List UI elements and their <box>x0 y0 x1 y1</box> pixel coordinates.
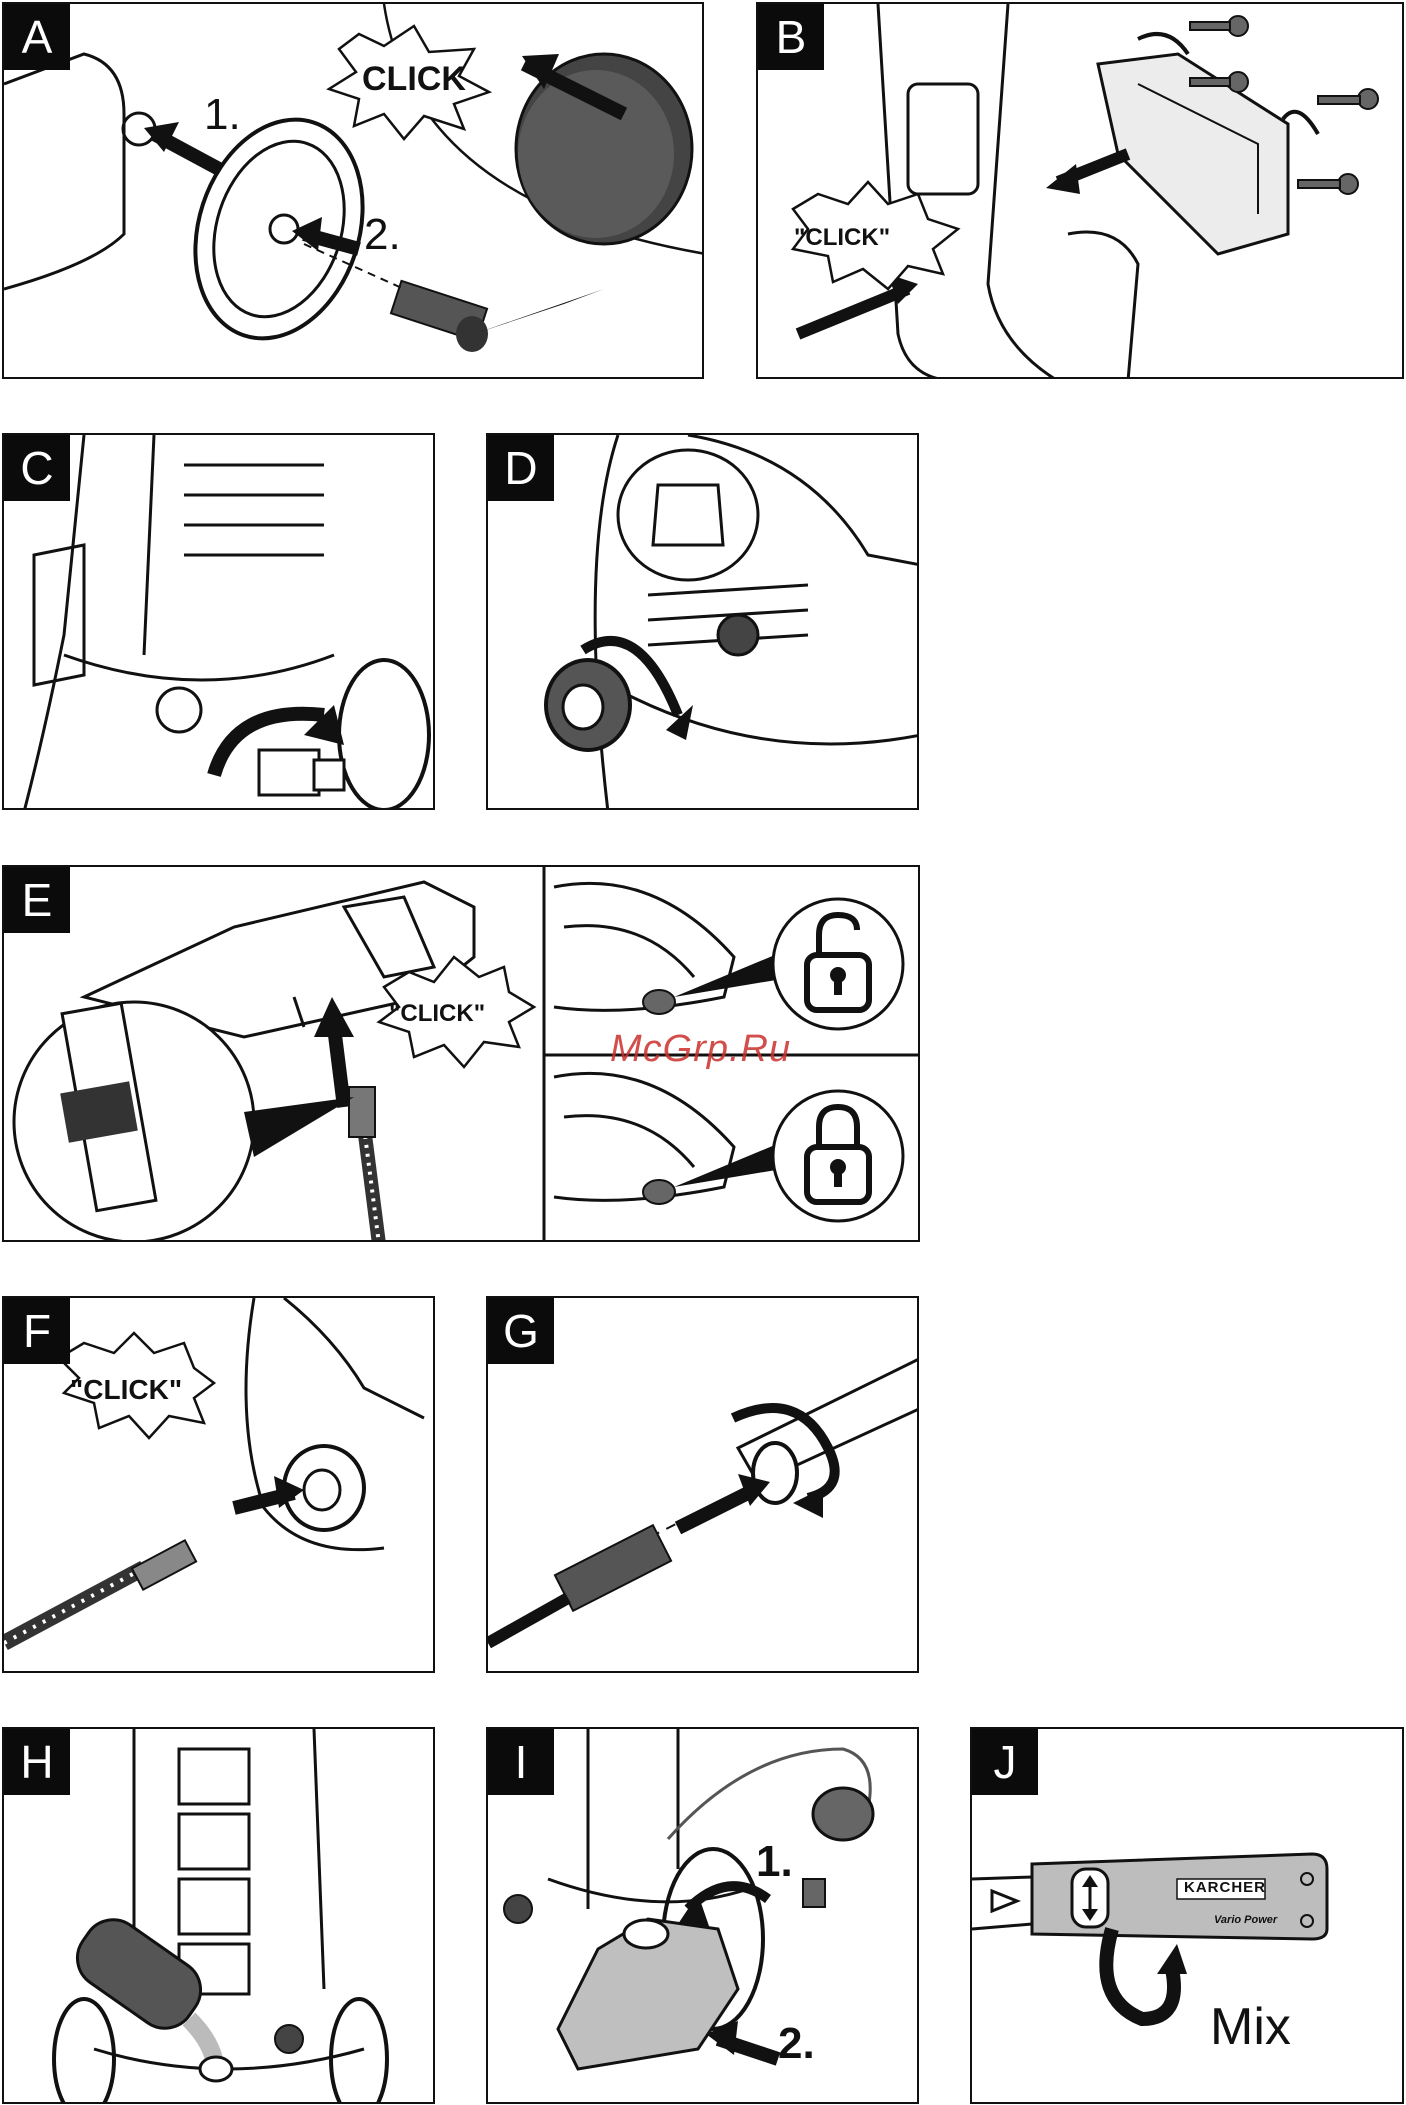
click-callout: "CLICK" <box>794 224 890 252</box>
panel-letter: G <box>488 1298 554 1364</box>
panel-h: H <box>2 1727 435 2104</box>
panel-letter: E <box>4 867 70 933</box>
mix-label: Mix <box>1210 1997 1291 2057</box>
panel-letter: D <box>488 435 554 501</box>
panel-d: D <box>486 433 919 810</box>
panel-letter: A <box>4 4 70 70</box>
panel-a: A CLICK 1. 2. <box>2 2 704 379</box>
holder-mounting-illustration <box>758 4 1404 379</box>
panel-c: C <box>2 433 435 810</box>
panel-letter: H <box>4 1729 70 1795</box>
karcher-logo: KARCHER <box>1184 1879 1266 1896</box>
locked-padlock-icon <box>769 1087 907 1225</box>
step-2-label: 2. <box>364 210 401 260</box>
click-callout: "CLICK" <box>389 1000 485 1028</box>
step-1-label: 1. <box>204 90 241 140</box>
panel-i: I 1. 2. <box>486 1727 919 2104</box>
vario-power-label: Vario Power <box>1214 1914 1277 1926</box>
step-2-label: 2. <box>778 2019 815 2069</box>
panel-b: B "CLICK" <box>756 2 1404 379</box>
panel-letter: C <box>4 435 70 501</box>
click-callout: CLICK <box>362 60 466 99</box>
panel-letter: B <box>758 4 824 70</box>
step-1-label: 1. <box>756 1837 793 1887</box>
wheel-mounting-illustration <box>4 4 704 379</box>
panel-letter: J <box>972 1729 1038 1795</box>
panel-j: J KARCHER Vario Power Mix <box>970 1727 1404 2104</box>
panel-letter: I <box>488 1729 554 1795</box>
panel-g: G <box>486 1296 919 1673</box>
watermark: McGrp.Ru <box>610 1028 791 1071</box>
panel-f: F "CLICK" <box>2 1296 435 1673</box>
panel-letter: F <box>4 1298 70 1364</box>
click-callout: "CLICK" <box>70 1374 182 1406</box>
unlocked-padlock-icon <box>769 895 907 1033</box>
